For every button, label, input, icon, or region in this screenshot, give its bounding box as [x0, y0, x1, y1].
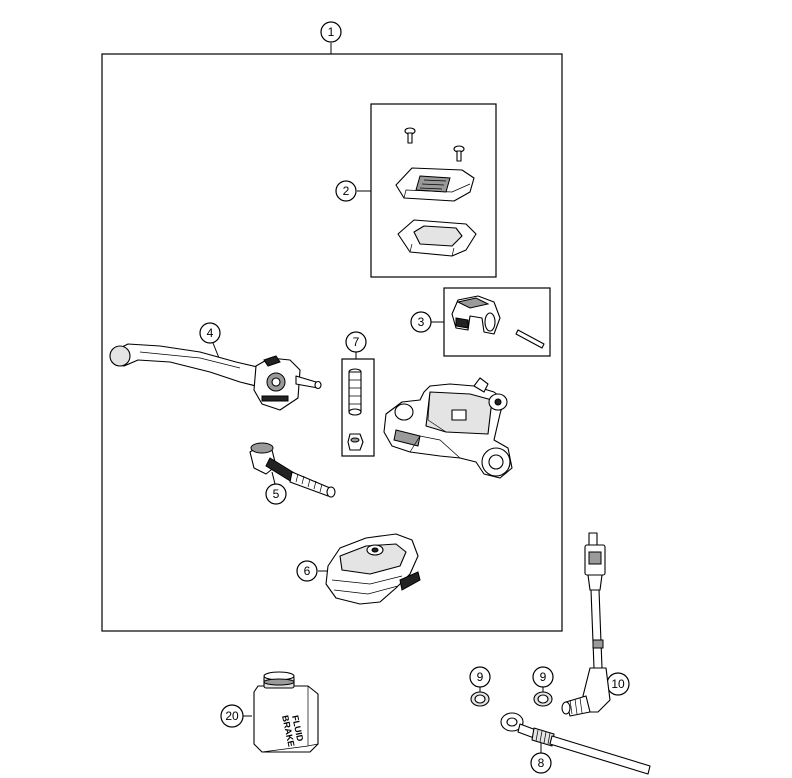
callout-10: 10	[606, 672, 630, 696]
svg-text:4: 4	[207, 326, 214, 340]
callout-6: 6	[296, 560, 318, 582]
callout-5: 5	[265, 483, 287, 505]
piston-kit	[249, 442, 336, 498]
brake-light-switch	[561, 532, 611, 717]
leader-5	[271, 471, 276, 485]
callout-20: 20	[220, 704, 244, 728]
callout-9-right: 9	[532, 666, 554, 688]
svg-text:2: 2	[343, 184, 350, 198]
bleeder-frame	[341, 358, 375, 457]
svg-text:7: 7	[353, 335, 360, 349]
brake-fluid-bottle: BRAKE FLUID	[253, 671, 319, 753]
brake-line	[500, 712, 651, 775]
cover-screw-left	[404, 127, 416, 144]
svg-text:10: 10	[611, 677, 625, 691]
callout-2: 2	[335, 180, 357, 202]
assembly-frame	[101, 53, 563, 632]
callout-9-left: 9	[469, 666, 491, 688]
svg-text:9: 9	[477, 670, 484, 684]
svg-text:20: 20	[225, 709, 239, 723]
callout-8: 8	[530, 752, 552, 774]
sealing-washer-right	[533, 691, 553, 707]
callout-1: 1	[320, 21, 342, 43]
svg-text:3: 3	[418, 315, 425, 329]
brake-lever	[109, 343, 322, 411]
callout-4: 4	[199, 322, 221, 344]
callout-3: 3	[410, 311, 432, 333]
clamp-pin	[515, 329, 545, 349]
bleeder-screw	[348, 368, 362, 416]
reservoir-diaphragm	[397, 219, 477, 257]
master-cylinder-body	[383, 377, 513, 479]
reservoir-cover	[395, 167, 475, 202]
master-cylinder-cover	[325, 533, 421, 605]
svg-text:6: 6	[304, 564, 311, 578]
svg-text:1: 1	[328, 25, 335, 39]
leader-4	[212, 342, 220, 359]
handlebar-clamp	[451, 295, 501, 335]
svg-text:8: 8	[538, 756, 545, 770]
svg-text:9: 9	[540, 670, 547, 684]
sealing-washer-left	[470, 691, 490, 707]
callout-7: 7	[345, 331, 367, 353]
svg-text:5: 5	[273, 487, 280, 501]
cover-screw-right	[453, 145, 465, 162]
bleeder-cap	[347, 433, 364, 451]
